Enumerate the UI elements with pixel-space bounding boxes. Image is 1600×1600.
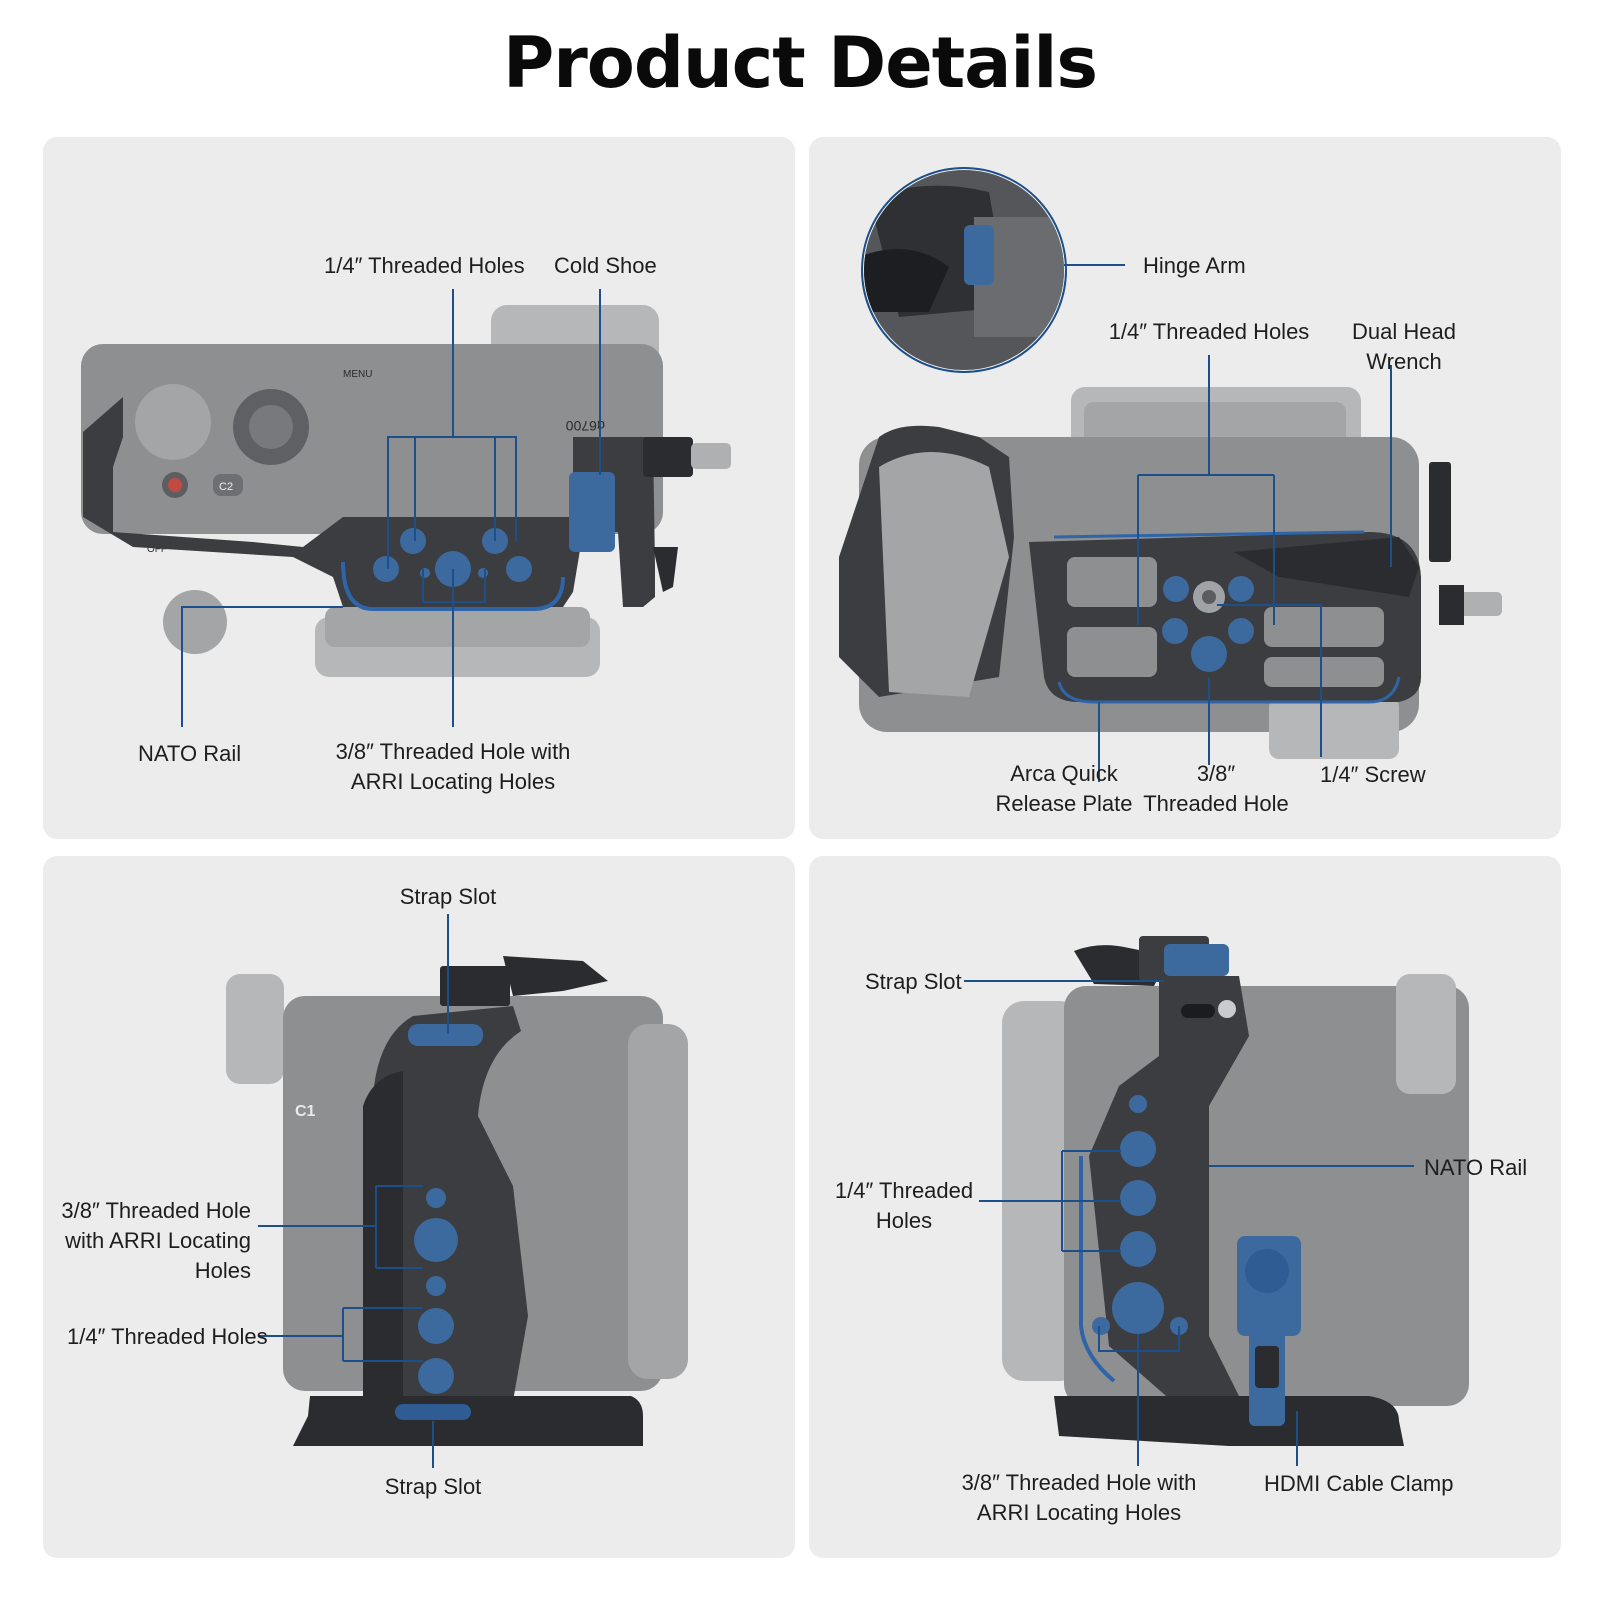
label-arri-line1: 3/8″ Threaded Hole bbox=[61, 1198, 251, 1223]
camera-bottom-illustration bbox=[839, 167, 1502, 782]
label-arri-hole-line2: ARRI Locating Holes bbox=[350, 769, 556, 794]
camera-model-text: α6700 bbox=[566, 418, 605, 434]
panel-left-side-view: C1 Strap Slot 3/8″ Threaded Hole with AR… bbox=[43, 856, 795, 1558]
panel-bottom-view: Hinge Arm 1/4″ Threaded Holes Dual Head … bbox=[809, 137, 1561, 839]
label-quarter-threaded-holes: 1/4″ Threaded Holes bbox=[324, 253, 525, 278]
label-threeeighth-hole: 3/8″ Threaded Hole bbox=[1141, 759, 1291, 819]
label-arri-line2-4: ARRI Locating Holes bbox=[976, 1500, 1182, 1525]
c2-button-label: C2 bbox=[219, 481, 233, 493]
label-quarter-line2: Holes bbox=[875, 1208, 933, 1233]
label-arca-quick-release: Arca Quick Release Plate bbox=[989, 759, 1139, 819]
menu-button-label: MENU bbox=[343, 369, 372, 380]
label-strap-slot-top: Strap Slot bbox=[399, 884, 497, 909]
label-hdmi-cable-clamp: HDMI Cable Clamp bbox=[1264, 1471, 1454, 1496]
label-arri-hole-4: 3/8″ Threaded Hole with ARRI Locating Ho… bbox=[959, 1468, 1199, 1528]
label-arri-hole-line1: 3/8″ Threaded Hole with bbox=[335, 739, 571, 764]
label-quarter-threaded-holes-4: 1/4″ Threaded Holes bbox=[829, 1176, 979, 1236]
panel-right-side-view: Strap Slot 1/4″ Threaded Holes NATO Rail… bbox=[809, 856, 1561, 1558]
label-quarter-threaded-holes-3: 1/4″ Threaded Holes bbox=[67, 1324, 268, 1349]
c1-button-label: C1 bbox=[295, 1103, 316, 1120]
label-arri-line1-4: 3/8″ Threaded Hole with bbox=[961, 1470, 1197, 1495]
label-quarter-screw: 1/4″ Screw bbox=[1320, 762, 1426, 787]
label-nato-rail: NATO Rail bbox=[138, 741, 242, 766]
label-dual-head-wrench: Dual Head Wrench bbox=[1344, 317, 1464, 377]
label-hinge-arm: Hinge Arm bbox=[1143, 253, 1246, 278]
label-strap-slot-bottom: Strap Slot bbox=[384, 1474, 482, 1499]
label-arri-line3: Holes bbox=[194, 1258, 251, 1283]
label-wrench-line1: Dual Head bbox=[1352, 319, 1456, 344]
camera-left-side-illustration: C1 bbox=[226, 914, 688, 1468]
label-cold-shoe: Cold Shoe bbox=[554, 253, 657, 278]
label-quarter-line1: 1/4″ Threaded bbox=[834, 1178, 974, 1203]
label-quarter-threaded-holes-2: 1/4″ Threaded Holes bbox=[1108, 319, 1310, 344]
power-off-label: OFF bbox=[147, 544, 167, 555]
label-arca-line2: Release Plate bbox=[995, 791, 1133, 816]
label-threeeighth-line1: 3/8″ bbox=[1196, 761, 1236, 786]
label-strap-slot-4: Strap Slot bbox=[865, 969, 962, 994]
label-wrench-line2: Wrench bbox=[1366, 349, 1442, 374]
label-arri-hole-3: 3/8″ Threaded Hole with ARRI Locating Ho… bbox=[55, 1196, 251, 1286]
label-arca-line1: Arca Quick bbox=[1010, 761, 1118, 786]
camera-right-side-illustration bbox=[964, 936, 1469, 1466]
label-arri-hole: 3/8″ Threaded Hole with ARRI Locating Ho… bbox=[333, 737, 573, 797]
label-threeeighth-line2: Threaded Hole bbox=[1143, 791, 1289, 816]
page-title: Product Details bbox=[502, 22, 1098, 104]
panel-top-view: MENU C2 OFF α6700 1/4″ Threaded Holes Co… bbox=[43, 137, 795, 839]
camera-top-illustration: MENU C2 OFF α6700 bbox=[81, 289, 731, 727]
label-nato-rail-4: NATO Rail bbox=[1424, 1155, 1528, 1180]
label-arri-line2: with ARRI Locating bbox=[65, 1228, 251, 1253]
